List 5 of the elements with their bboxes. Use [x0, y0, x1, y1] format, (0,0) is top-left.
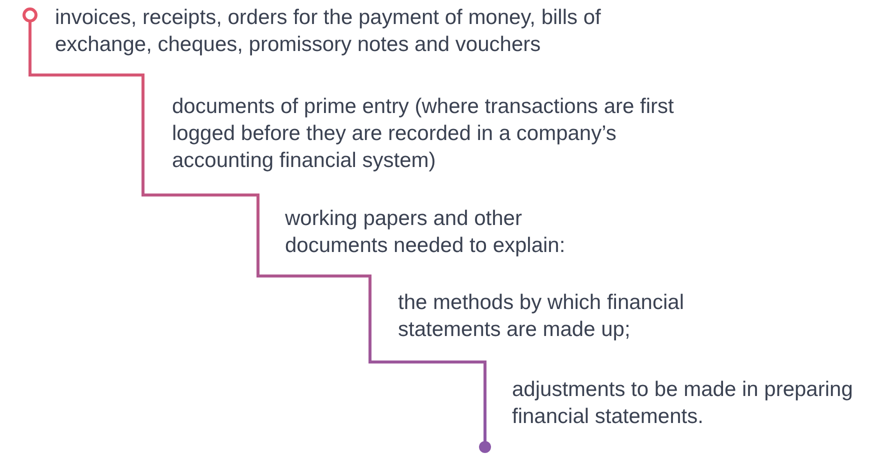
step-text: documents of prime entry (where transactions are first logged before they are recorded in a company’s accounting financial system)	[172, 94, 675, 174]
step-text: invoices, receipts, orders for the payment of money, bills of exchange, cheques, promissory notes and vouchers	[55, 5, 602, 58]
step-text: adjustments to be made in preparing financial statements.	[512, 377, 854, 430]
step-text: the methods by which financial statements are made up;	[398, 290, 685, 343]
step-text: working papers and other documents needed to explain:	[285, 206, 566, 259]
